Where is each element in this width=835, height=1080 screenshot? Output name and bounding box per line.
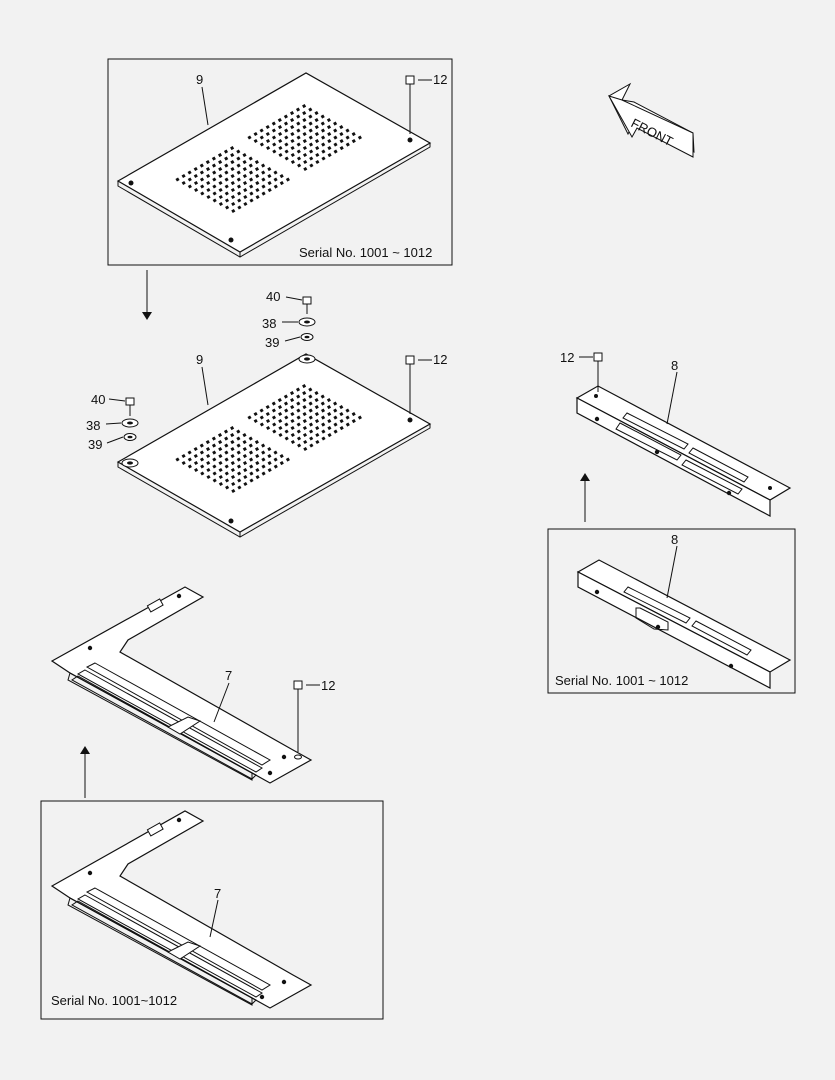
label-9-mid: 9 (196, 352, 203, 367)
new-plate-screw (405, 355, 415, 414)
label-40-left: 40 (91, 392, 105, 407)
label-12-right: 12 (560, 350, 574, 365)
bracket-screw (593, 352, 603, 392)
top-fastener-stack (298, 296, 316, 341)
old-bracket (576, 559, 792, 689)
new-bracket (575, 385, 792, 518)
label-12-frame: 12 (321, 678, 335, 693)
perforation-pattern (175, 104, 362, 214)
new-perforated-plate (116, 353, 432, 538)
label-8-bottom: 8 (671, 532, 678, 547)
label-39-top: 39 (265, 335, 279, 350)
new-frame (50, 586, 313, 784)
label-39-left: 39 (88, 437, 102, 452)
old-frame-box (40, 800, 384, 1020)
perforation-pattern (175, 384, 362, 494)
old-plate-box (107, 58, 453, 266)
label-38-top: 38 (262, 316, 276, 331)
old-perforated-plate (116, 72, 432, 258)
label-7-bottom: 7 (214, 886, 221, 901)
label-12-mid: 12 (433, 352, 447, 367)
serial-label-top: Serial No. 1001 ~ 1012 (299, 245, 432, 260)
serial-label-bottom: Serial No. 1001~1012 (51, 993, 177, 1008)
label-38-left: 38 (86, 418, 100, 433)
label-8-top: 8 (671, 358, 678, 373)
label-12-top: 12 (433, 72, 447, 87)
frame-screw (293, 680, 303, 760)
label-40-top: 40 (266, 289, 280, 304)
old-plate-screw (405, 75, 415, 134)
front-direction-icon: FRONT (607, 82, 695, 158)
left-fastener-stack (121, 397, 139, 441)
serial-label-right: Serial No. 1001 ~ 1012 (555, 673, 688, 688)
label-9-top: 9 (196, 72, 203, 87)
label-7-mid: 7 (225, 668, 232, 683)
old-bracket-box (547, 528, 796, 694)
old-frame (50, 810, 313, 1009)
